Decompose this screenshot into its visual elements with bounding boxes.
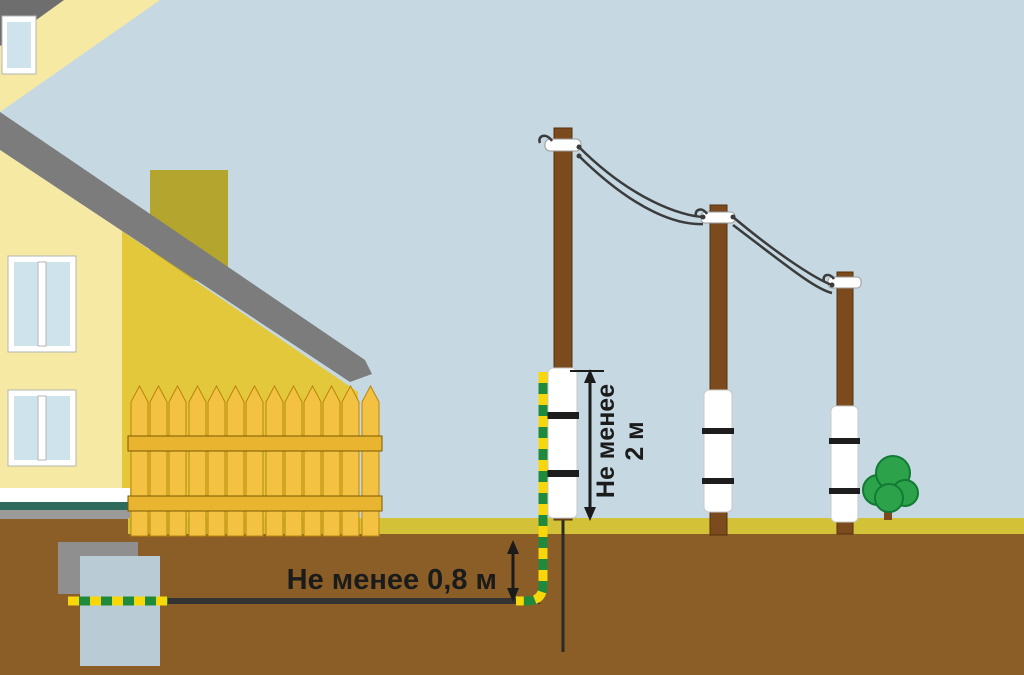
lower-window xyxy=(7,389,77,467)
burial-depth-label: Не менее 0,8 м xyxy=(287,564,497,596)
fence-picket xyxy=(207,385,226,537)
fence-picket xyxy=(322,385,341,537)
plinth-white-band xyxy=(0,488,130,502)
picket-fence xyxy=(127,385,383,537)
fence-picket xyxy=(130,385,149,537)
pole2-hook xyxy=(694,208,709,217)
upper-gable-wall xyxy=(0,0,160,112)
fence-picket xyxy=(341,385,360,537)
fence-picket xyxy=(168,385,187,537)
overhead-wires xyxy=(576,144,835,295)
fence-rail-bottom xyxy=(127,495,383,512)
fence-picket xyxy=(265,385,284,537)
fence-picket xyxy=(149,385,168,537)
cable-protection-tube-3 xyxy=(829,405,860,523)
fence-picket xyxy=(226,385,245,537)
cable-protection-tube-1 xyxy=(546,367,579,519)
basement-interior xyxy=(80,556,160,666)
clearance-label-line1: Не менее xyxy=(592,384,620,498)
pole1-hook xyxy=(538,134,554,144)
plinth-gray-band xyxy=(0,510,130,519)
pole3-hook xyxy=(822,273,836,282)
fence-picket xyxy=(303,385,322,537)
roof xyxy=(0,112,372,382)
fence-picket xyxy=(245,385,264,537)
fence-rail-top xyxy=(127,435,383,452)
cable-protection-tube-2 xyxy=(702,389,734,513)
clearance-label-line2: 2 м xyxy=(621,421,649,460)
plinth-teal-band xyxy=(0,502,130,510)
dimension-clearance-2m: Не менее 2 м xyxy=(570,369,649,521)
fence-picket xyxy=(188,385,207,537)
tree xyxy=(862,455,919,520)
upper-window xyxy=(7,255,77,353)
fence-picket xyxy=(284,385,303,537)
attic-window xyxy=(1,15,37,75)
marked-cable-down-pole xyxy=(516,372,548,606)
pole1-insulator-cap xyxy=(544,138,582,152)
dimension-burial-depth: Не менее 0,8 м xyxy=(287,540,519,602)
fence-picket xyxy=(361,385,380,537)
